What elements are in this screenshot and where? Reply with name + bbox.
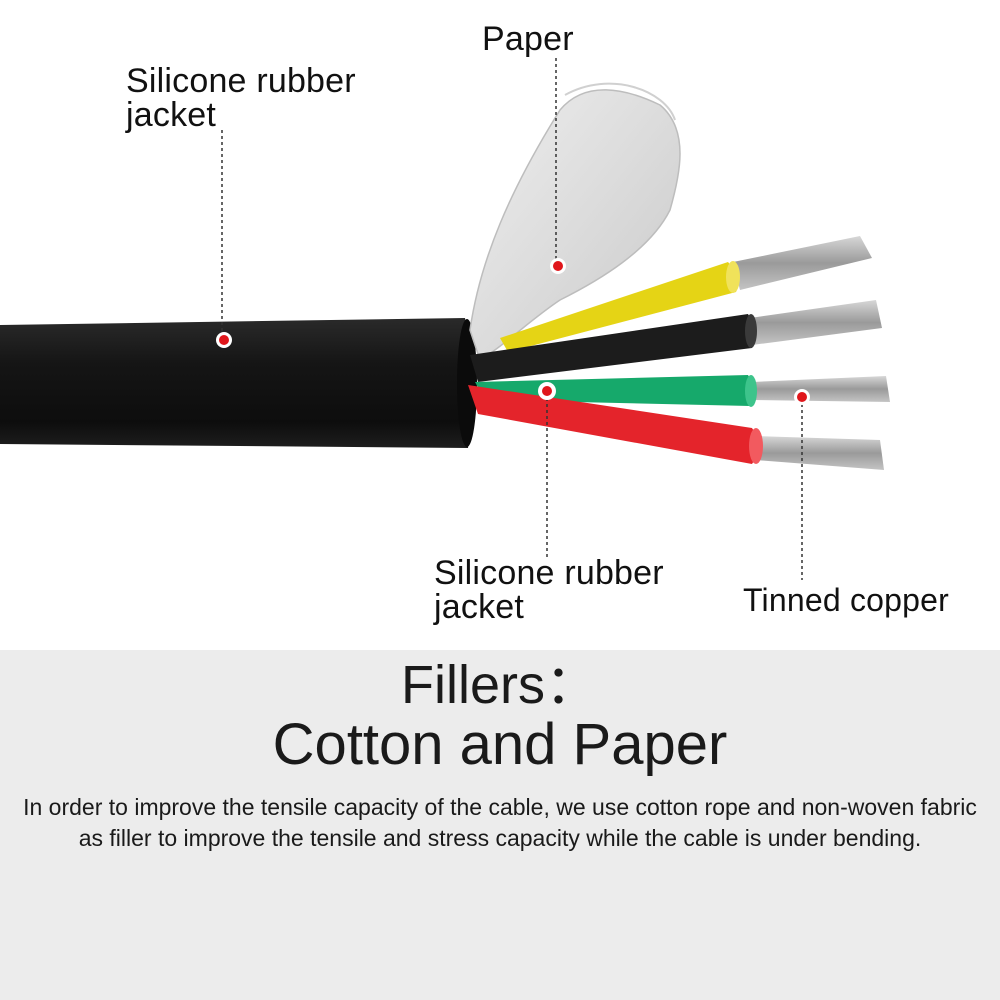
paper-label: Paper	[482, 22, 574, 56]
cable-illustration	[0, 58, 890, 580]
inner-jacket-label-line2: jacket	[434, 588, 525, 626]
outer-jacket-label: Silicone rubber jacket	[126, 64, 356, 132]
paper-label-text: Paper	[482, 20, 574, 58]
outer-jacket-label-line2: jacket	[126, 96, 217, 134]
red-core	[468, 385, 763, 464]
cable-photo: Paper Silicone rubber jacket Silicone ru…	[0, 22, 949, 624]
paper-wrap	[469, 82, 681, 362]
inner-jacket-label: Silicone rubber jacket	[434, 556, 664, 624]
black-core	[470, 314, 757, 382]
panel-title-line2: Cotton and Paper	[272, 712, 728, 777]
yellow-core	[500, 261, 740, 352]
outer-jacket-label-line1: Silicone rubber	[126, 62, 356, 100]
tinned-copper-label-text: Tinned copper	[743, 582, 949, 618]
panel-title-line1: Fillers：	[401, 655, 599, 715]
tinned-copper-strands	[733, 236, 890, 470]
outer-jacket	[0, 318, 477, 448]
leader-lines	[221, 58, 803, 580]
info-panel: Fillers： Cotton and Paper In order to im…	[0, 650, 1000, 1000]
tinned-copper-label: Tinned copper	[743, 583, 949, 617]
inner-jacket-label-line1: Silicone rubber	[434, 554, 664, 592]
panel-description: In order to improve the tensile capacity…	[23, 794, 977, 851]
marker-dots	[216, 258, 810, 405]
